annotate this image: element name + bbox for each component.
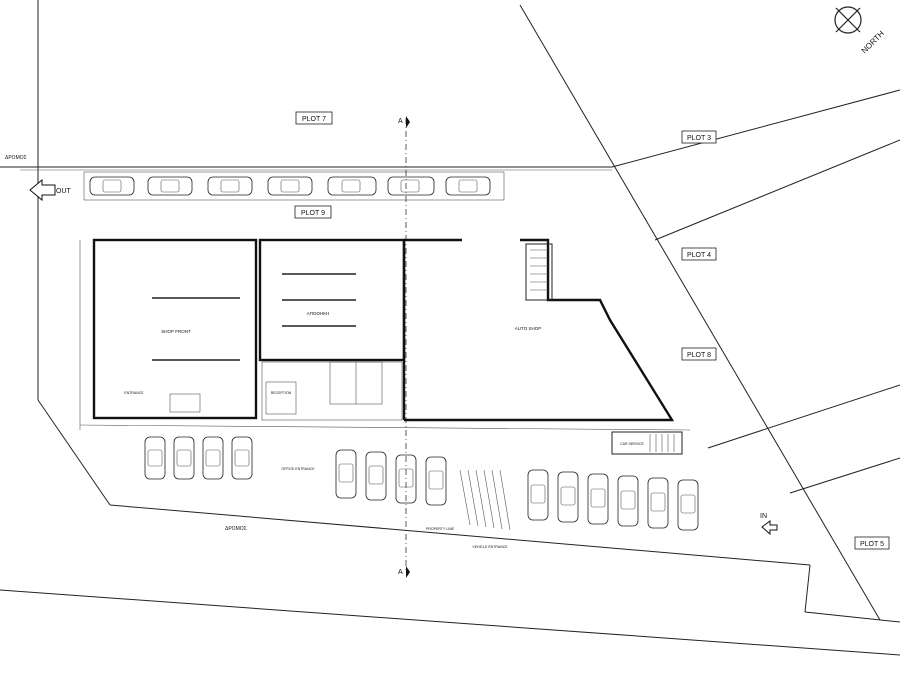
north-label: NORTH [860, 29, 887, 56]
parked-car-icon [365, 451, 387, 501]
plot-9-label: PLOT 9 [301, 210, 325, 217]
room-label-property-line: PROPERTY LINE [426, 527, 455, 531]
room-label-shop-front: SHOP FRONT [161, 329, 191, 334]
parked-car-icon [387, 176, 435, 196]
shelving [152, 273, 356, 361]
plot-7-label: PLOT 7 [302, 116, 326, 123]
parked-car-icon [527, 469, 549, 521]
section-marker-bottom: A [398, 569, 403, 576]
parked-car-icon [557, 471, 579, 523]
plot-3-tag: PLOT 3 [681, 130, 717, 144]
in-label: IN [760, 513, 767, 520]
parked-car-icon [173, 436, 195, 480]
out-arrow-icon [29, 178, 56, 202]
out-label: OUT [56, 188, 72, 195]
room-label-car-service: CAR SERVICE [620, 442, 644, 446]
parked-car-icon [267, 176, 313, 196]
plot-9-tag: PLOT 9 [294, 205, 332, 219]
section-marker-top: A [398, 118, 403, 125]
room-label-office-entrance: OFFICE ENTRANCE [281, 467, 315, 471]
parked-car-icon [647, 477, 669, 529]
parked-car-icon [89, 176, 135, 196]
road-label-left: ΔΡΟΜΟΣ [5, 155, 27, 161]
front-parking-middle [335, 449, 447, 506]
plot-5-label: PLOT 5 [860, 541, 884, 548]
plot-7-tag: PLOT 7 [295, 111, 333, 125]
vehicle-entrance-ramp [459, 469, 511, 531]
parked-car-icon [677, 479, 699, 531]
room-label-auto-shop: AUTO SHOP [515, 326, 541, 331]
parked-car-icon [445, 176, 491, 196]
north-arrow-icon [834, 6, 862, 34]
front-parking-right [527, 469, 699, 531]
plot-4-tag: PLOT 4 [681, 247, 717, 261]
front-parking-left [144, 436, 253, 480]
plot-8-tag: PLOT 8 [681, 347, 717, 361]
parked-car-icon [617, 475, 639, 527]
top-parking-row [83, 171, 505, 201]
room-label-reception: RECEPTION [271, 391, 292, 395]
site-boundaries [0, 0, 900, 656]
car-service-area [611, 431, 683, 455]
room-label-vehicle-entrance: VEHICLE ENTRANCE [472, 545, 508, 549]
in-arrow-icon [761, 520, 778, 536]
plot-5-tag: PLOT 5 [854, 536, 890, 550]
parked-car-icon [425, 456, 447, 506]
room-label-entrance: ENTRANCE [124, 391, 144, 395]
parked-car-icon [147, 176, 193, 196]
building-walls [79, 238, 691, 431]
plot-3-label: PLOT 3 [687, 135, 711, 142]
parked-car-icon [207, 176, 253, 196]
parked-car-icon [144, 436, 166, 480]
road-label-bottom: ΔΡΟΜΟΣ [225, 526, 247, 532]
plot-8-label: PLOT 8 [687, 352, 711, 359]
section-arrow-bottom-icon [406, 566, 410, 578]
parked-car-icon [231, 436, 253, 480]
parked-car-icon [335, 449, 357, 499]
plot-4-label: PLOT 4 [687, 252, 711, 259]
parked-car-icon [327, 176, 377, 196]
section-arrow-top-icon [406, 116, 410, 128]
stairs [525, 243, 553, 301]
room-label-storage: ΑΠΟΘΗΚΗ [307, 311, 330, 316]
parked-car-icon [395, 454, 417, 504]
parked-car-icon [587, 473, 609, 525]
parked-car-icon [202, 436, 224, 480]
